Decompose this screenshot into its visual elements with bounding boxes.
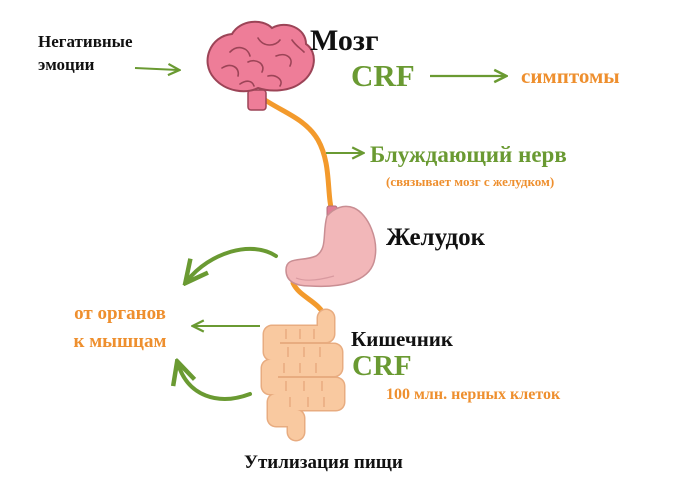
crf-intestine-label: CRF [352,350,412,382]
vagus-nerve [259,95,336,218]
brain-label: Мозг [310,24,379,57]
organs-to-muscles-label: от органов к мышцам [40,300,200,356]
negative-emotions-label: Негативные эмоции [38,30,133,76]
brain-icon [206,20,315,111]
intestine-icon [260,308,346,442]
nerve-cells-label: 100 млн. нерных клеток [386,386,561,403]
digestion-label: Утилизация пищи [244,452,403,473]
digestion-to-organs-curved-arrow [178,364,252,401]
organs-line1: от органов [74,303,166,324]
vagus-nerve-label: Блуждающий нерв [370,142,567,167]
vagus-nerve-note: (связывает мозг с желудком) [386,174,555,189]
stomach-label: Желудок [386,224,486,251]
symptoms-label: симптомы [521,64,620,88]
emotions-to-brain-arrow [134,68,178,70]
stomach-to-organs-curved-arrow [187,246,278,281]
negative-emotions-line2: эмоции [38,55,95,74]
stomach-icon [285,205,377,288]
crf-brain-label: CRF [351,58,415,93]
organs-line2: к мышцам [73,331,167,352]
negative-emotions-line1: Негативные [38,32,133,51]
intestine-label: Кишечник [351,327,453,351]
